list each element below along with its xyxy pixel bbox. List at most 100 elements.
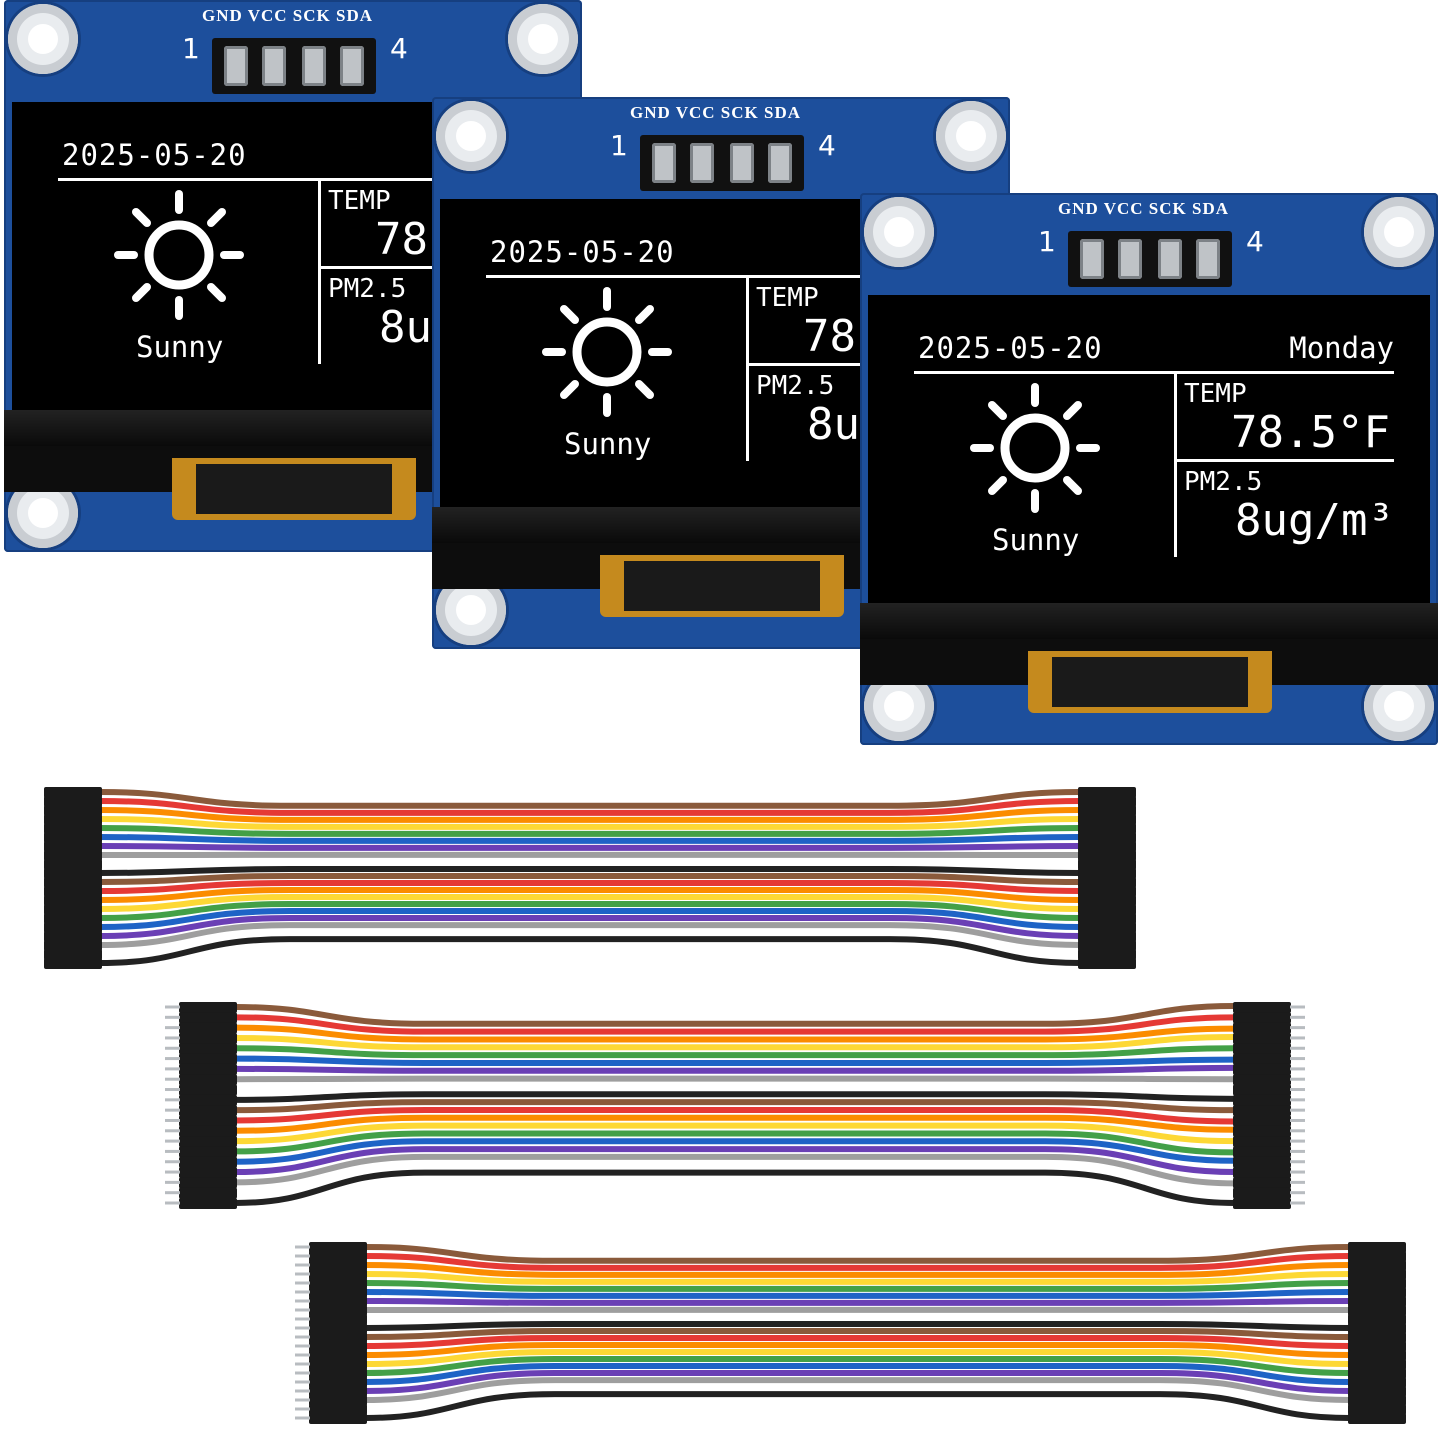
wire — [364, 1313, 1351, 1322]
pin-tip — [295, 1353, 310, 1357]
divider — [318, 178, 321, 364]
connector-housing — [179, 1115, 237, 1127]
temp-value: 78.5°F — [1231, 407, 1390, 458]
connector-housing — [179, 1198, 237, 1209]
pin-tip — [165, 1046, 180, 1050]
connector-housing — [1233, 1156, 1291, 1168]
pin-tip — [295, 1299, 310, 1303]
connector-housing — [1233, 1063, 1291, 1075]
connector-housing — [44, 841, 102, 852]
wire — [234, 1130, 1236, 1156]
connector-housing — [1078, 841, 1136, 852]
jumper-cable-bundle — [165, 1002, 1305, 1209]
mounting-hole — [8, 4, 78, 74]
connector-housing — [1348, 1278, 1406, 1289]
pin-tip — [1290, 1067, 1305, 1071]
pin-labels: GND VCC SCK SDA — [630, 103, 802, 122]
pin-tip — [165, 1170, 180, 1174]
wire — [234, 1099, 1236, 1114]
connector-housing — [44, 877, 102, 888]
wire — [364, 1356, 1351, 1376]
day-text: Monday — [1289, 331, 1394, 365]
pin-tip — [295, 1371, 310, 1375]
pin-tip — [1290, 1139, 1305, 1143]
temp-label: TEMP — [1184, 379, 1247, 409]
connector-housing — [179, 1187, 237, 1199]
connector-housing — [1348, 1323, 1406, 1334]
pin — [768, 143, 792, 183]
pin-tip — [295, 1281, 310, 1285]
pin-tip — [1290, 1015, 1305, 1019]
connector-housing — [1233, 1198, 1291, 1209]
pin-tip — [165, 1180, 180, 1184]
connector-housing — [309, 1350, 367, 1361]
wire — [99, 908, 1081, 930]
pin — [690, 143, 714, 183]
connector-housing — [1078, 886, 1136, 897]
connector-housing — [1348, 1251, 1406, 1262]
pin-tip — [165, 1108, 180, 1112]
pin-tip — [165, 1015, 180, 1019]
pm-label: PM2.5 — [1184, 467, 1263, 497]
pin-tip — [1290, 1046, 1305, 1050]
connector-housing — [1348, 1395, 1406, 1406]
connector-housing — [1078, 877, 1136, 888]
wire — [234, 1169, 1236, 1206]
pin-tip — [1290, 1160, 1305, 1164]
wire — [99, 858, 1081, 867]
connector-housing — [1348, 1404, 1406, 1415]
pin-tip — [1290, 1180, 1305, 1184]
connector-housing — [179, 1063, 237, 1075]
connector-housing — [179, 1084, 237, 1096]
wire — [234, 1024, 1236, 1043]
wire — [99, 922, 1081, 948]
connector-housing — [44, 886, 102, 897]
connector-housing — [1233, 1012, 1291, 1024]
divider — [58, 178, 538, 181]
pin-tip — [295, 1326, 310, 1330]
wire — [234, 1055, 1236, 1066]
pm-label: PM2.5 — [328, 274, 407, 304]
pin — [302, 46, 326, 86]
connector-housing — [309, 1260, 367, 1271]
mounting-hole — [436, 101, 506, 171]
mounting-hole — [936, 101, 1006, 171]
pin-tip — [165, 1098, 180, 1102]
pin-tip — [295, 1362, 310, 1366]
connector-housing — [1078, 832, 1136, 843]
pin-tip — [1290, 1077, 1305, 1081]
pin — [1158, 239, 1182, 279]
sun-icon — [970, 383, 1100, 513]
pin-number-first: 1 — [1038, 225, 1056, 258]
wire — [234, 1003, 1236, 1027]
wire — [234, 1106, 1236, 1125]
connector-housing — [1348, 1269, 1406, 1280]
connector-housing — [1078, 895, 1136, 906]
divider — [914, 371, 1394, 374]
connector-housing — [179, 1156, 237, 1168]
pin — [1118, 239, 1142, 279]
connector-housing — [1078, 904, 1136, 915]
wire — [99, 894, 1081, 912]
oled-screen: 2025-05-20 Monday Sunny TEMP — [868, 295, 1430, 603]
pin — [1080, 239, 1104, 279]
wire — [234, 1138, 1236, 1165]
pin-tip — [165, 1057, 180, 1061]
pm-label: PM2.5 — [756, 371, 835, 401]
pin-tip — [1290, 1026, 1305, 1030]
connector-housing — [1233, 1187, 1291, 1199]
connector-housing — [309, 1278, 367, 1289]
connector-housing — [309, 1413, 367, 1424]
wire — [364, 1349, 1351, 1367]
connector-housing — [309, 1404, 367, 1415]
wire — [234, 1146, 1236, 1176]
connector-housing — [44, 913, 102, 924]
connector-housing — [179, 1012, 237, 1024]
jumper-cable-bundle — [295, 1242, 1406, 1424]
sun-icon — [542, 287, 672, 417]
wire — [364, 1271, 1351, 1285]
wire — [99, 915, 1081, 939]
connector-housing — [309, 1359, 367, 1370]
connector-housing — [1078, 940, 1136, 951]
connector-housing — [44, 922, 102, 933]
